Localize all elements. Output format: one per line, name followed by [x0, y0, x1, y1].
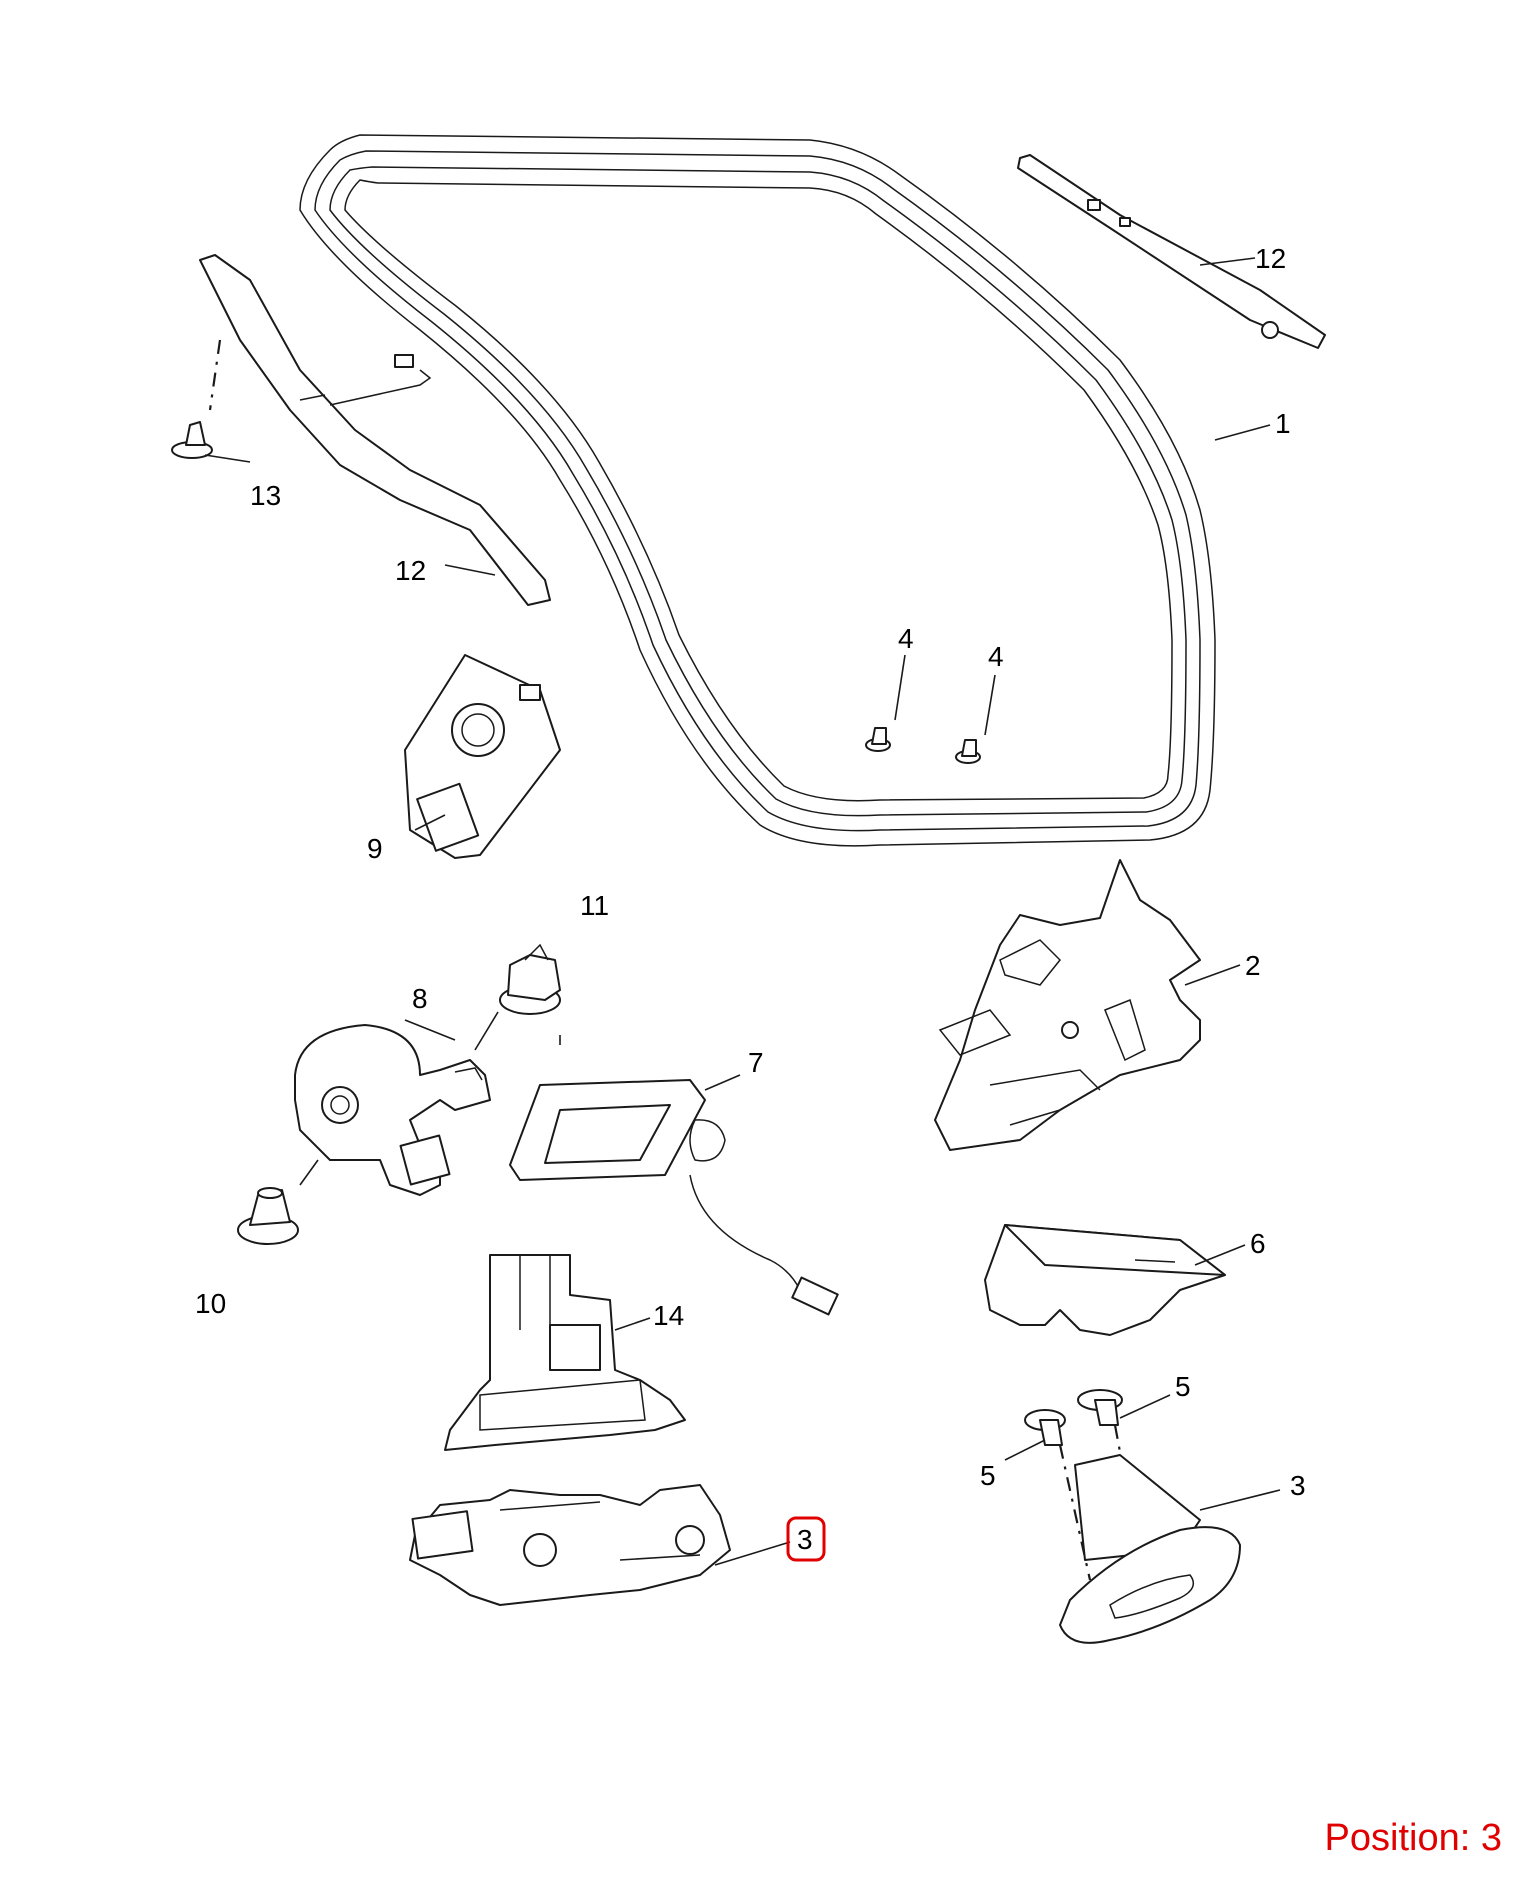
- callout-3-striker: 3: [1290, 1470, 1306, 1501]
- callout-3-selected[interactable]: 3: [786, 1516, 826, 1562]
- part-control-module[interactable]: [404, 654, 561, 859]
- part-sensor-bracket[interactable]: [294, 1024, 491, 1196]
- part-bolt-left[interactable]: [865, 727, 891, 752]
- part-weatherstrip-seal[interactable]: [299, 134, 1216, 847]
- callout-4-right: 4: [988, 641, 1004, 672]
- callout-12-lower: 12: [395, 555, 426, 586]
- callout-14: 14: [653, 1300, 684, 1331]
- callout-9: 9: [367, 833, 383, 864]
- part-striker-assembly[interactable]: [1058, 1424, 1241, 1644]
- part-grommet-plug[interactable]: [237, 1159, 319, 1245]
- callout-5-lower: 5: [980, 1460, 996, 1491]
- part-trim-strip-upper[interactable]: [1017, 154, 1326, 349]
- callout-4-left: 4: [898, 623, 914, 654]
- callout-10: 10: [195, 1288, 226, 1319]
- part-rivet-lower[interactable]: [1024, 1409, 1066, 1446]
- leader-lines: [204, 257, 1281, 1566]
- callout-8: 8: [412, 983, 428, 1014]
- part-retainer-clip[interactable]: [474, 943, 561, 1051]
- callout-12-upper: 12: [1255, 243, 1286, 274]
- callout-7: 7: [748, 1047, 764, 1078]
- callout-6: 6: [1250, 1228, 1266, 1259]
- callout-3-selected-label: 3: [797, 1524, 813, 1555]
- part-latch-assembly[interactable]: [934, 859, 1201, 1151]
- part-bolt-right[interactable]: [955, 739, 981, 764]
- part-trim-strip-lower[interactable]: [199, 254, 551, 606]
- part-latch-bezel[interactable]: [984, 1224, 1226, 1336]
- callout-13: 13: [250, 480, 281, 511]
- part-release-switch[interactable]: [444, 1254, 686, 1451]
- selection-highlight-box: [786, 1516, 826, 1562]
- part-rivet-upper[interactable]: [1077, 1389, 1123, 1426]
- position-label: Position: 3: [1324, 1817, 1502, 1859]
- part-license-lamp[interactable]: [509, 1079, 839, 1316]
- callout-1: 1: [1275, 408, 1291, 439]
- part-push-pin-fastener[interactable]: [171, 339, 222, 459]
- callout-5-upper: 5: [1175, 1371, 1191, 1402]
- callout-11: 11: [580, 890, 609, 921]
- part-actuator-selected[interactable]: [409, 1484, 731, 1606]
- callout-2: 2: [1245, 950, 1261, 981]
